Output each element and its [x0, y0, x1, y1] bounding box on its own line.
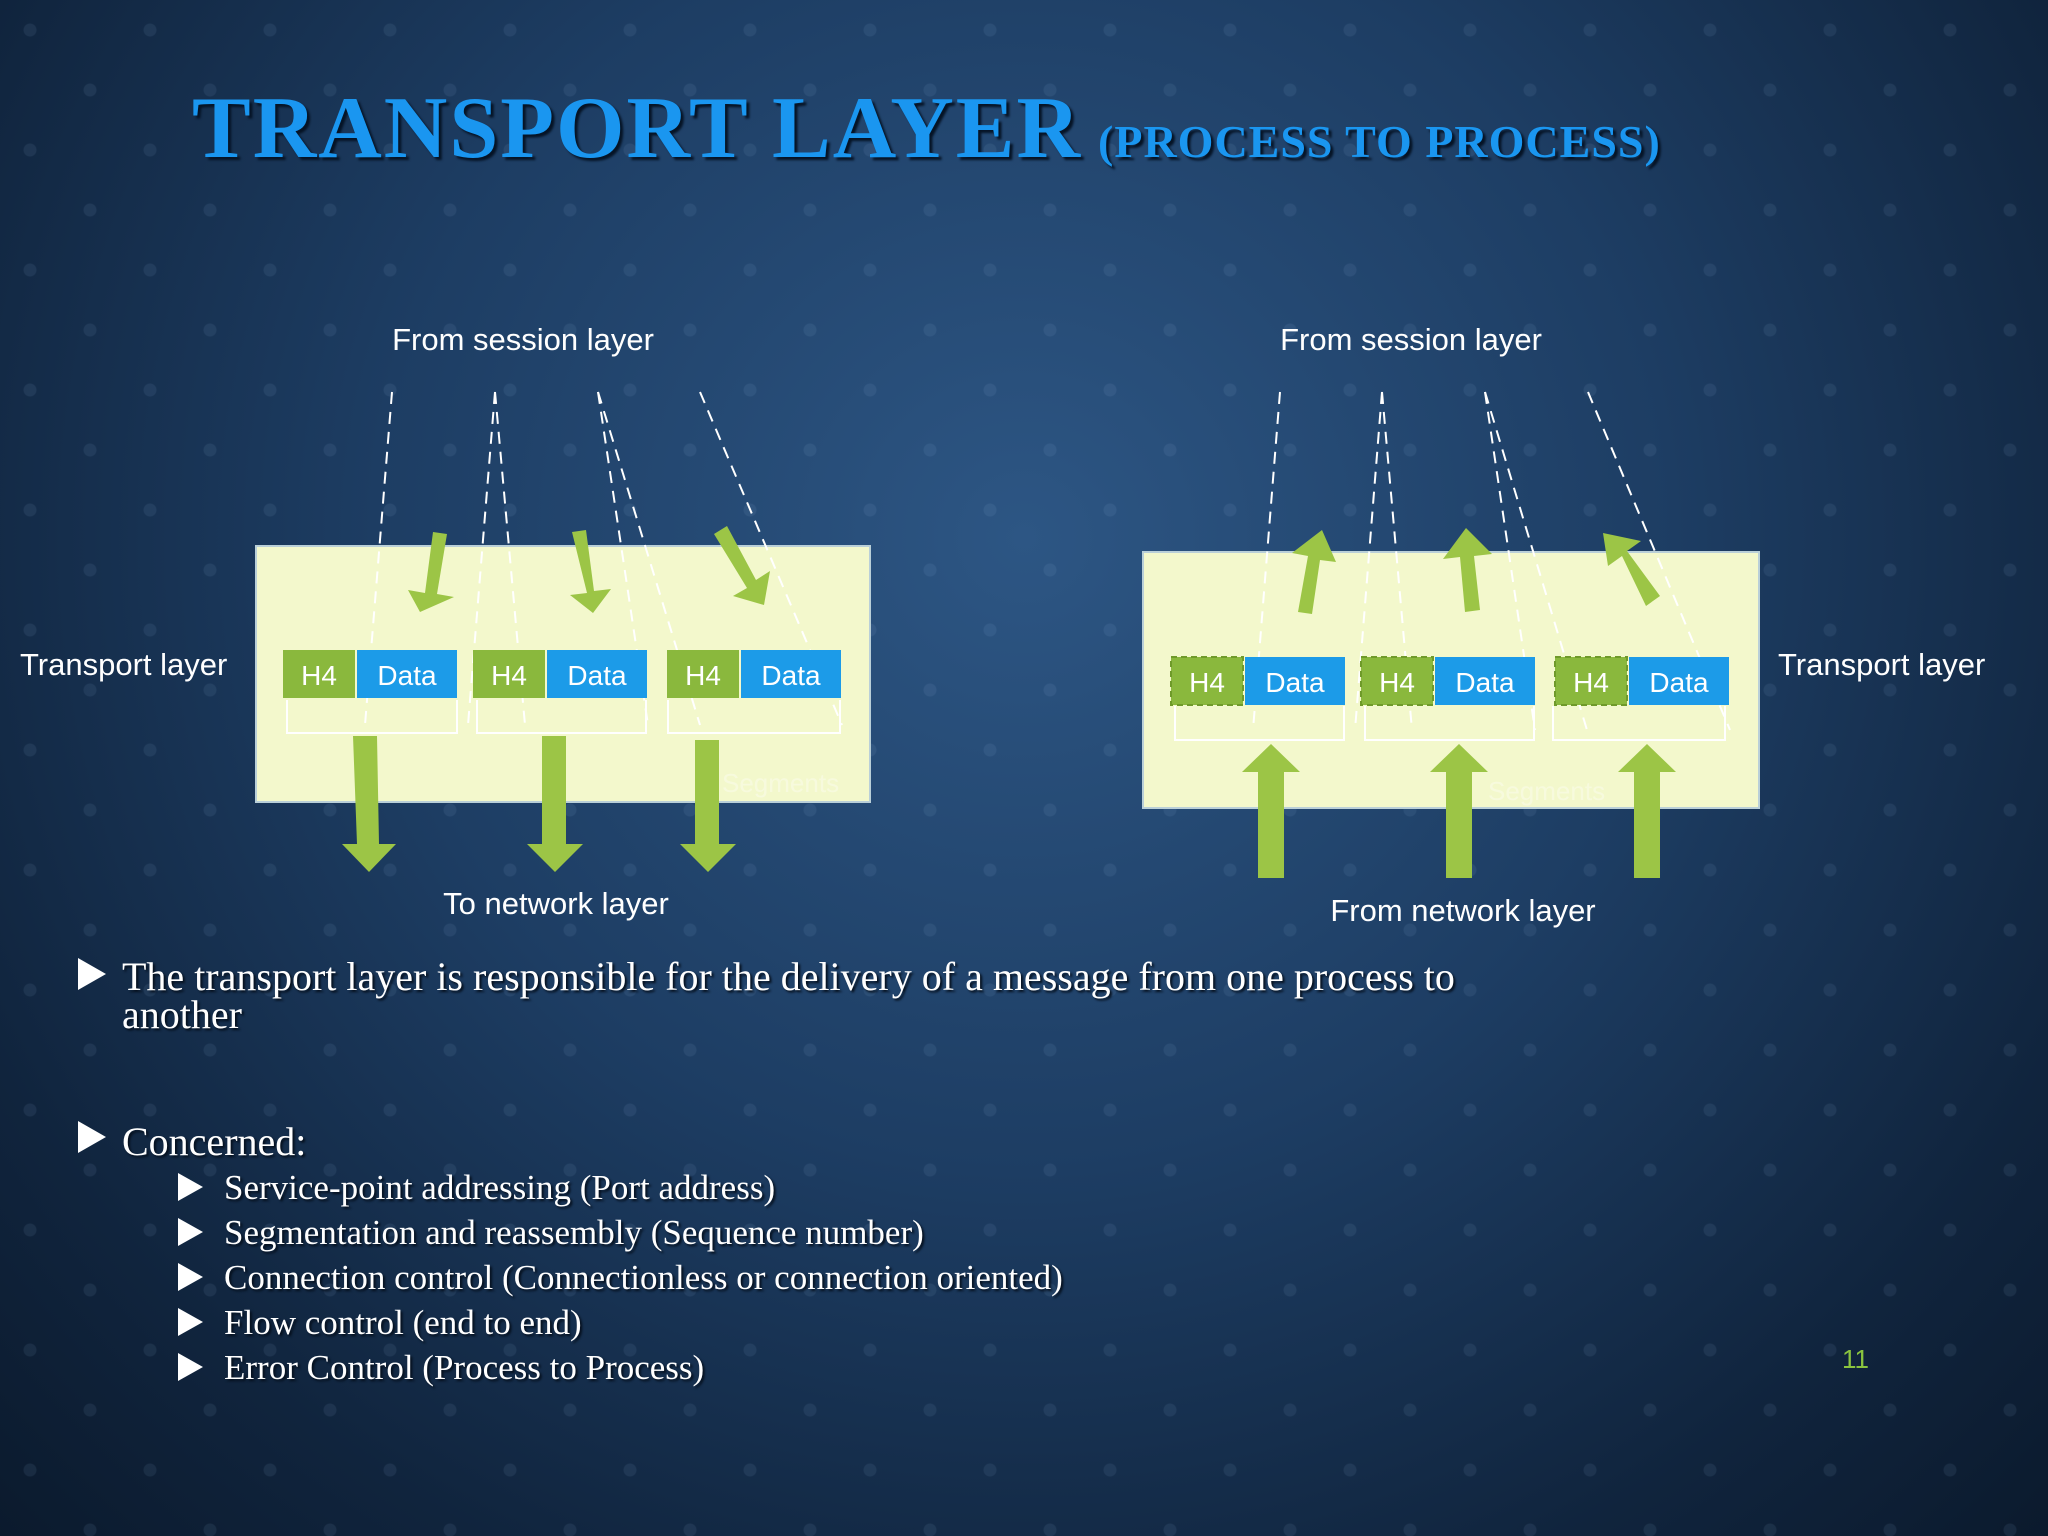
- right-top-label: From session layer: [1280, 322, 1542, 357]
- data-label: Data: [377, 660, 437, 691]
- bullet-transport-description: The transport layer is responsible for t…: [122, 954, 1772, 1037]
- left-segment-brackets: [286, 700, 841, 734]
- data-cell: [1629, 657, 1729, 705]
- sub-bullet-arrow-icon: [178, 1263, 203, 1291]
- sub-bullet-arrow-icon: [178, 1308, 203, 1336]
- left-packet-1: H4 Data: [283, 650, 457, 698]
- sub-bullet-arrow-icon: [178, 1173, 203, 1201]
- data-label: Data: [1265, 667, 1325, 698]
- header-label: H4: [1573, 667, 1609, 698]
- left-in-arrows: [408, 526, 770, 613]
- right-diagram: H4 Data H4 Data H4 Data Segments From se…: [1142, 322, 1985, 928]
- right-packet-2: H4 Data: [1360, 656, 1535, 706]
- data-label: Data: [761, 660, 821, 691]
- header-cell: [1170, 656, 1244, 706]
- bullet-concerned: Concerned:: [122, 1119, 307, 1164]
- header-label: H4: [1379, 667, 1415, 698]
- header-cell: [1554, 656, 1628, 706]
- left-packet-2: H4 Data: [473, 650, 647, 698]
- right-packet-1: H4 Data: [1170, 656, 1345, 706]
- bullet-line-1: The transport layer is responsible for t…: [122, 954, 1455, 999]
- left-out-arrows: [342, 736, 736, 872]
- left-packet-3: H4 Data: [667, 650, 841, 698]
- right-bottom-label: From network layer: [1330, 893, 1595, 928]
- left-top-label: From session layer: [392, 322, 654, 357]
- header-cell: [283, 650, 355, 698]
- bullet-line-2: another: [122, 992, 242, 1037]
- bullet-arrow-icon: [78, 958, 106, 990]
- right-packet-3: H4 Data: [1554, 656, 1729, 706]
- header-cell: [473, 650, 545, 698]
- header-cell: [1360, 656, 1434, 706]
- header-label: H4: [491, 660, 527, 691]
- bullet-arrow-icon: [78, 1121, 106, 1153]
- data-cell: [741, 650, 841, 698]
- sub-item: Flow control (end to end): [224, 1303, 582, 1342]
- title-main: TRANSPORT LAYER: [192, 80, 1083, 177]
- sub-item: Connection control (Connectionless or co…: [224, 1258, 1063, 1297]
- right-out-arrows: [1292, 528, 1660, 614]
- data-cell: [1245, 657, 1345, 705]
- page-number: 11: [1842, 1344, 1869, 1374]
- data-label: Data: [567, 660, 627, 691]
- sub-item: Segmentation and reassembly (Sequence nu…: [224, 1213, 924, 1252]
- data-cell: [1435, 657, 1535, 705]
- data-cell: [547, 650, 647, 698]
- left-segments-label: Segments: [722, 768, 839, 798]
- header-label: H4: [301, 660, 337, 691]
- left-diagram: H4 Data H4 Data H4 Data Segments From se…: [20, 322, 871, 921]
- sub-bullet-arrow-icon: [178, 1218, 203, 1246]
- data-cell: [357, 650, 457, 698]
- header-cell: [667, 650, 739, 698]
- slide-title: TRANSPORT LAYER (PROCESS TO PROCESS): [192, 78, 1661, 179]
- sub-bullet-arrow-icon: [178, 1353, 203, 1381]
- right-in-arrows: [1242, 744, 1676, 878]
- right-side-label: Transport layer: [1778, 647, 1985, 682]
- right-segments-label: Segments: [1488, 776, 1605, 806]
- title-subtitle: (PROCESS TO PROCESS): [1098, 116, 1661, 167]
- right-segment-brackets: [1174, 706, 1726, 741]
- left-bottom-label: To network layer: [443, 886, 669, 921]
- data-label: Data: [1649, 667, 1709, 698]
- left-side-label: Transport layer: [20, 647, 227, 682]
- header-label: H4: [1189, 667, 1225, 698]
- sub-item: Error Control (Process to Process): [224, 1348, 705, 1387]
- sub-item: Service-point addressing (Port address): [224, 1168, 776, 1207]
- data-label: Data: [1455, 667, 1515, 698]
- header-label: H4: [685, 660, 721, 691]
